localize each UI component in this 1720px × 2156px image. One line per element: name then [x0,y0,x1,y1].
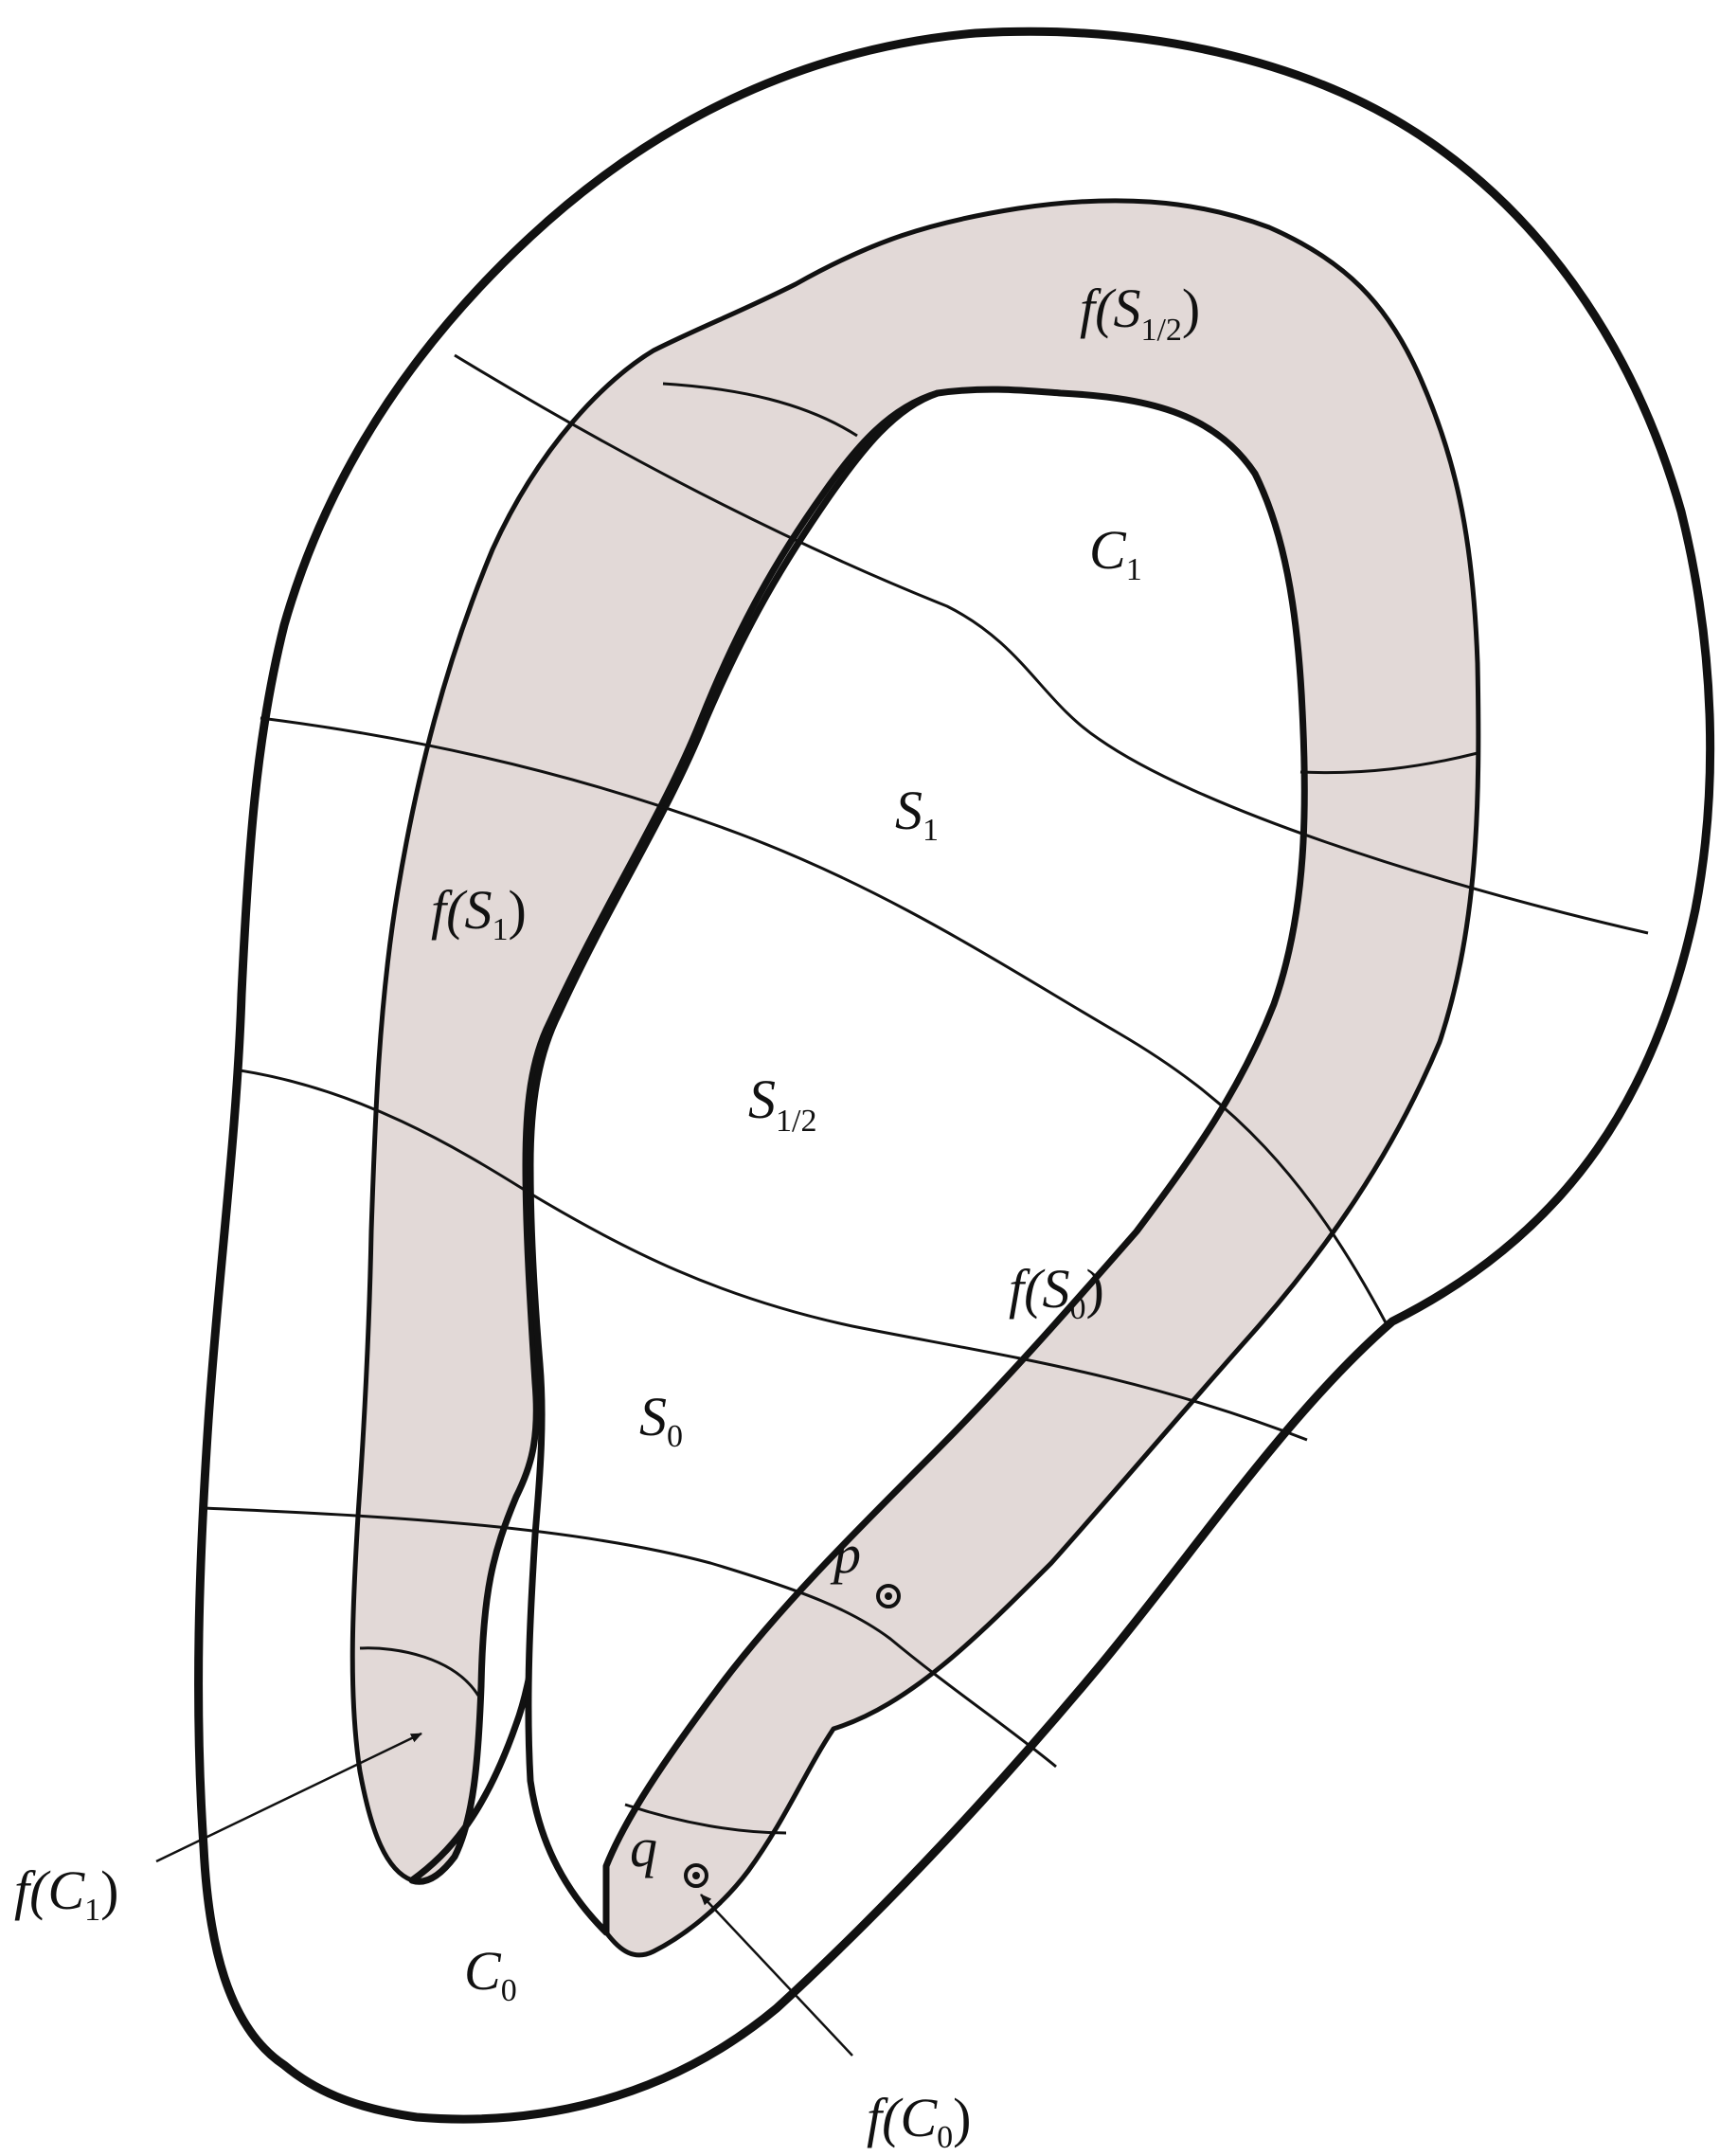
label-f-C1: f(C1) [14,1860,118,1928]
label-S12: S1/2 [748,1069,816,1139]
label-f-S12: f(S1/2) [1080,278,1200,348]
divider-bottom [203,1506,1057,1769]
point-q [684,1863,708,1888]
band-arc-top-right [1299,751,1478,775]
divider-upper-middle [260,716,1389,1327]
label-f-C0: f(C0) [867,2087,971,2155]
label-f-S1: f(S1) [431,879,527,947]
label-C1: C1 [1089,519,1142,587]
label-q: q [630,1817,657,1878]
divider-lower-middle [239,1069,1308,1442]
point-p [876,1584,901,1608]
label-C0: C0 [464,1940,517,2008]
inner-loop [525,386,1308,1936]
band-arc-top-left [662,382,858,438]
arrow-fC1 [155,1732,422,1863]
outer-boundary [194,27,1715,2124]
label-f-S0: f(S0) [1009,1258,1104,1326]
label-S0: S0 [639,1386,683,1454]
label-S1: S1 [895,780,939,848]
arrow-fC0 [700,1894,853,2057]
band-arc-bottom-left [359,1646,480,1697]
inner-hole [408,389,940,1885]
divider-top [454,353,1649,935]
band-arc-bottom-right [624,1803,787,1835]
label-p: p [830,1523,861,1585]
